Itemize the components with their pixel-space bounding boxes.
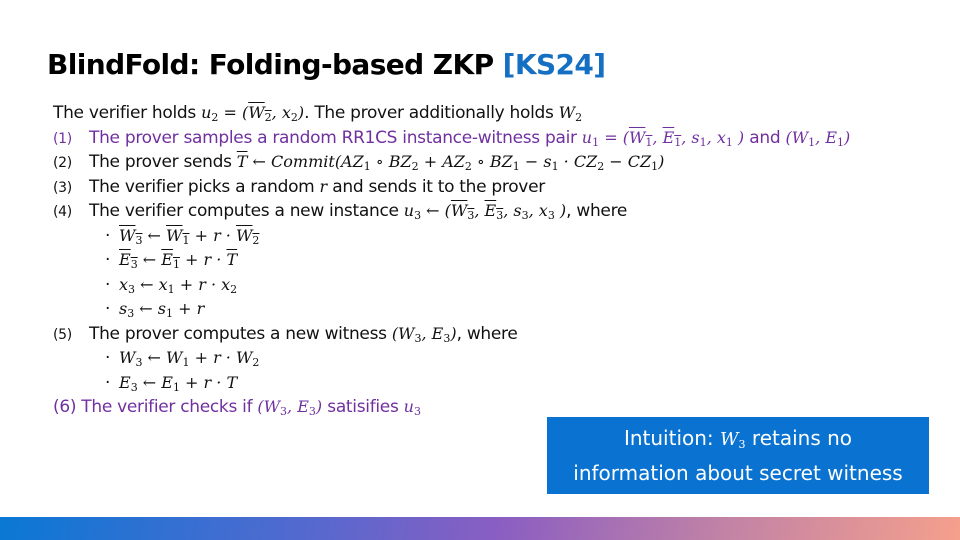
step-number: (5) [53,326,72,343]
step-4-sub-2: · E3 ← E1 + r · T [53,248,933,273]
callout-math: W3 [720,429,746,451]
callout-line-1: Intuition: W3 retains no [547,424,929,459]
step-4-sub-1: · W3 ← W1 + r · W2 [53,224,933,249]
step-number: (3) [53,179,72,196]
step-math-commit: T ← Commit(AZ1 ∘ BZ2 + AZ2 ∘ BZ1 − s1 · … [236,152,665,173]
step-math-2: u3 [403,397,421,418]
sub-math: W3 ← W1 + r · W2 [119,348,260,369]
step-text: The verifier checks if [81,397,258,417]
step-text-2: , where [456,323,518,344]
step-5: (5) The prover computes a new witness (W3… [53,322,933,347]
sub-math: E3 ← E1 + r · T [119,372,238,394]
callout-line-2: information about secret witness [573,461,903,485]
step-math: (W3, E3) [257,397,323,418]
step-text: The verifier picks a random [89,176,320,197]
bullet-dot-icon: · [105,299,111,319]
step-math: (W3, E3) [391,323,457,345]
title-text: BlindFold: Folding-based ZKP [47,48,494,81]
bullet-dot-icon: · [105,250,111,270]
callout-text-2: retains no [745,426,853,450]
step-math: u1 = (W1, E1, s1, x1 ) [581,127,745,149]
step-text: The prover computes a new witness [89,323,392,344]
intro-text: The verifier holds [53,103,202,123]
step-text-2: satisifies [322,397,404,417]
bullet-dot-icon: · [105,348,111,368]
step-4: (4)The verifier computes a new instance … [53,199,933,224]
sub-math: s3 ← s1 + r [119,299,205,320]
step-5-sub-1: · W3 ← W1 + r · W2 [53,346,933,371]
step-3: (3) The verifier picks a random r and sen… [53,175,933,200]
step-2: (2) The prover sends T ← Commit(AZ1 ∘ BZ2… [53,150,933,175]
sub-math: x3 ← x1 + r · x2 [119,274,238,296]
step-math-r: r [319,176,328,196]
sub-math: W3 ← W1 + r · W2 [119,225,260,247]
step-text-2: , where [566,201,628,221]
step-5-sub-2: · E3 ← E1 + r · T [53,371,933,396]
intuition-callout: Intuition: W3 retains no information abo… [547,417,929,494]
step-number: (2) [53,155,72,171]
step-6: (6) The verifier checks if (W3, E3) sati… [53,395,933,420]
footer-gradient-bar [0,517,960,540]
step-number: (4) [53,204,72,220]
slide-body: The verifier holds u2 = (W2, x2). The pr… [53,101,933,420]
intro-math-w2: W2 [558,103,583,124]
step-math-2: (W1, E1) [785,127,851,149]
step-1: (1) The prover samples a random RR1CS ins… [53,126,933,151]
step-text: The prover sends [89,152,237,172]
sub-math: E3 ← E1 + r · T [119,250,238,271]
callout-text: Intuition: [623,426,721,450]
bullet-dot-icon: · [105,225,111,246]
bullet-dot-icon: · [105,372,111,393]
intro-line: The verifier holds u2 = (W2, x2). The pr… [53,101,933,126]
bullet-dot-icon: · [105,274,111,295]
step-text-2: and sends it to the prover [327,176,545,197]
slide-title: BlindFold: Folding-based ZKP [KS24] [47,48,606,81]
step-4-sub-3: · x3 ← x1 + r · x2 [53,273,933,298]
step-text: The verifier computes a new instance [89,201,404,221]
step-4-sub-4: · s3 ← s1 + r [53,297,933,322]
intro-text-2: . The prover additionally holds [304,103,559,123]
step-text: The prover samples a random RR1CS instan… [89,127,582,148]
title-citation: [KS24] [502,48,606,81]
step-number: (1) [53,130,72,147]
step-number: (6) [53,397,77,417]
step-math-u3: u3 ← (W3, E3, s3, x3 ) [403,201,567,222]
step-text-2: and [744,127,786,148]
intro-math-u2: u2 = (W2, x2) [201,103,305,124]
